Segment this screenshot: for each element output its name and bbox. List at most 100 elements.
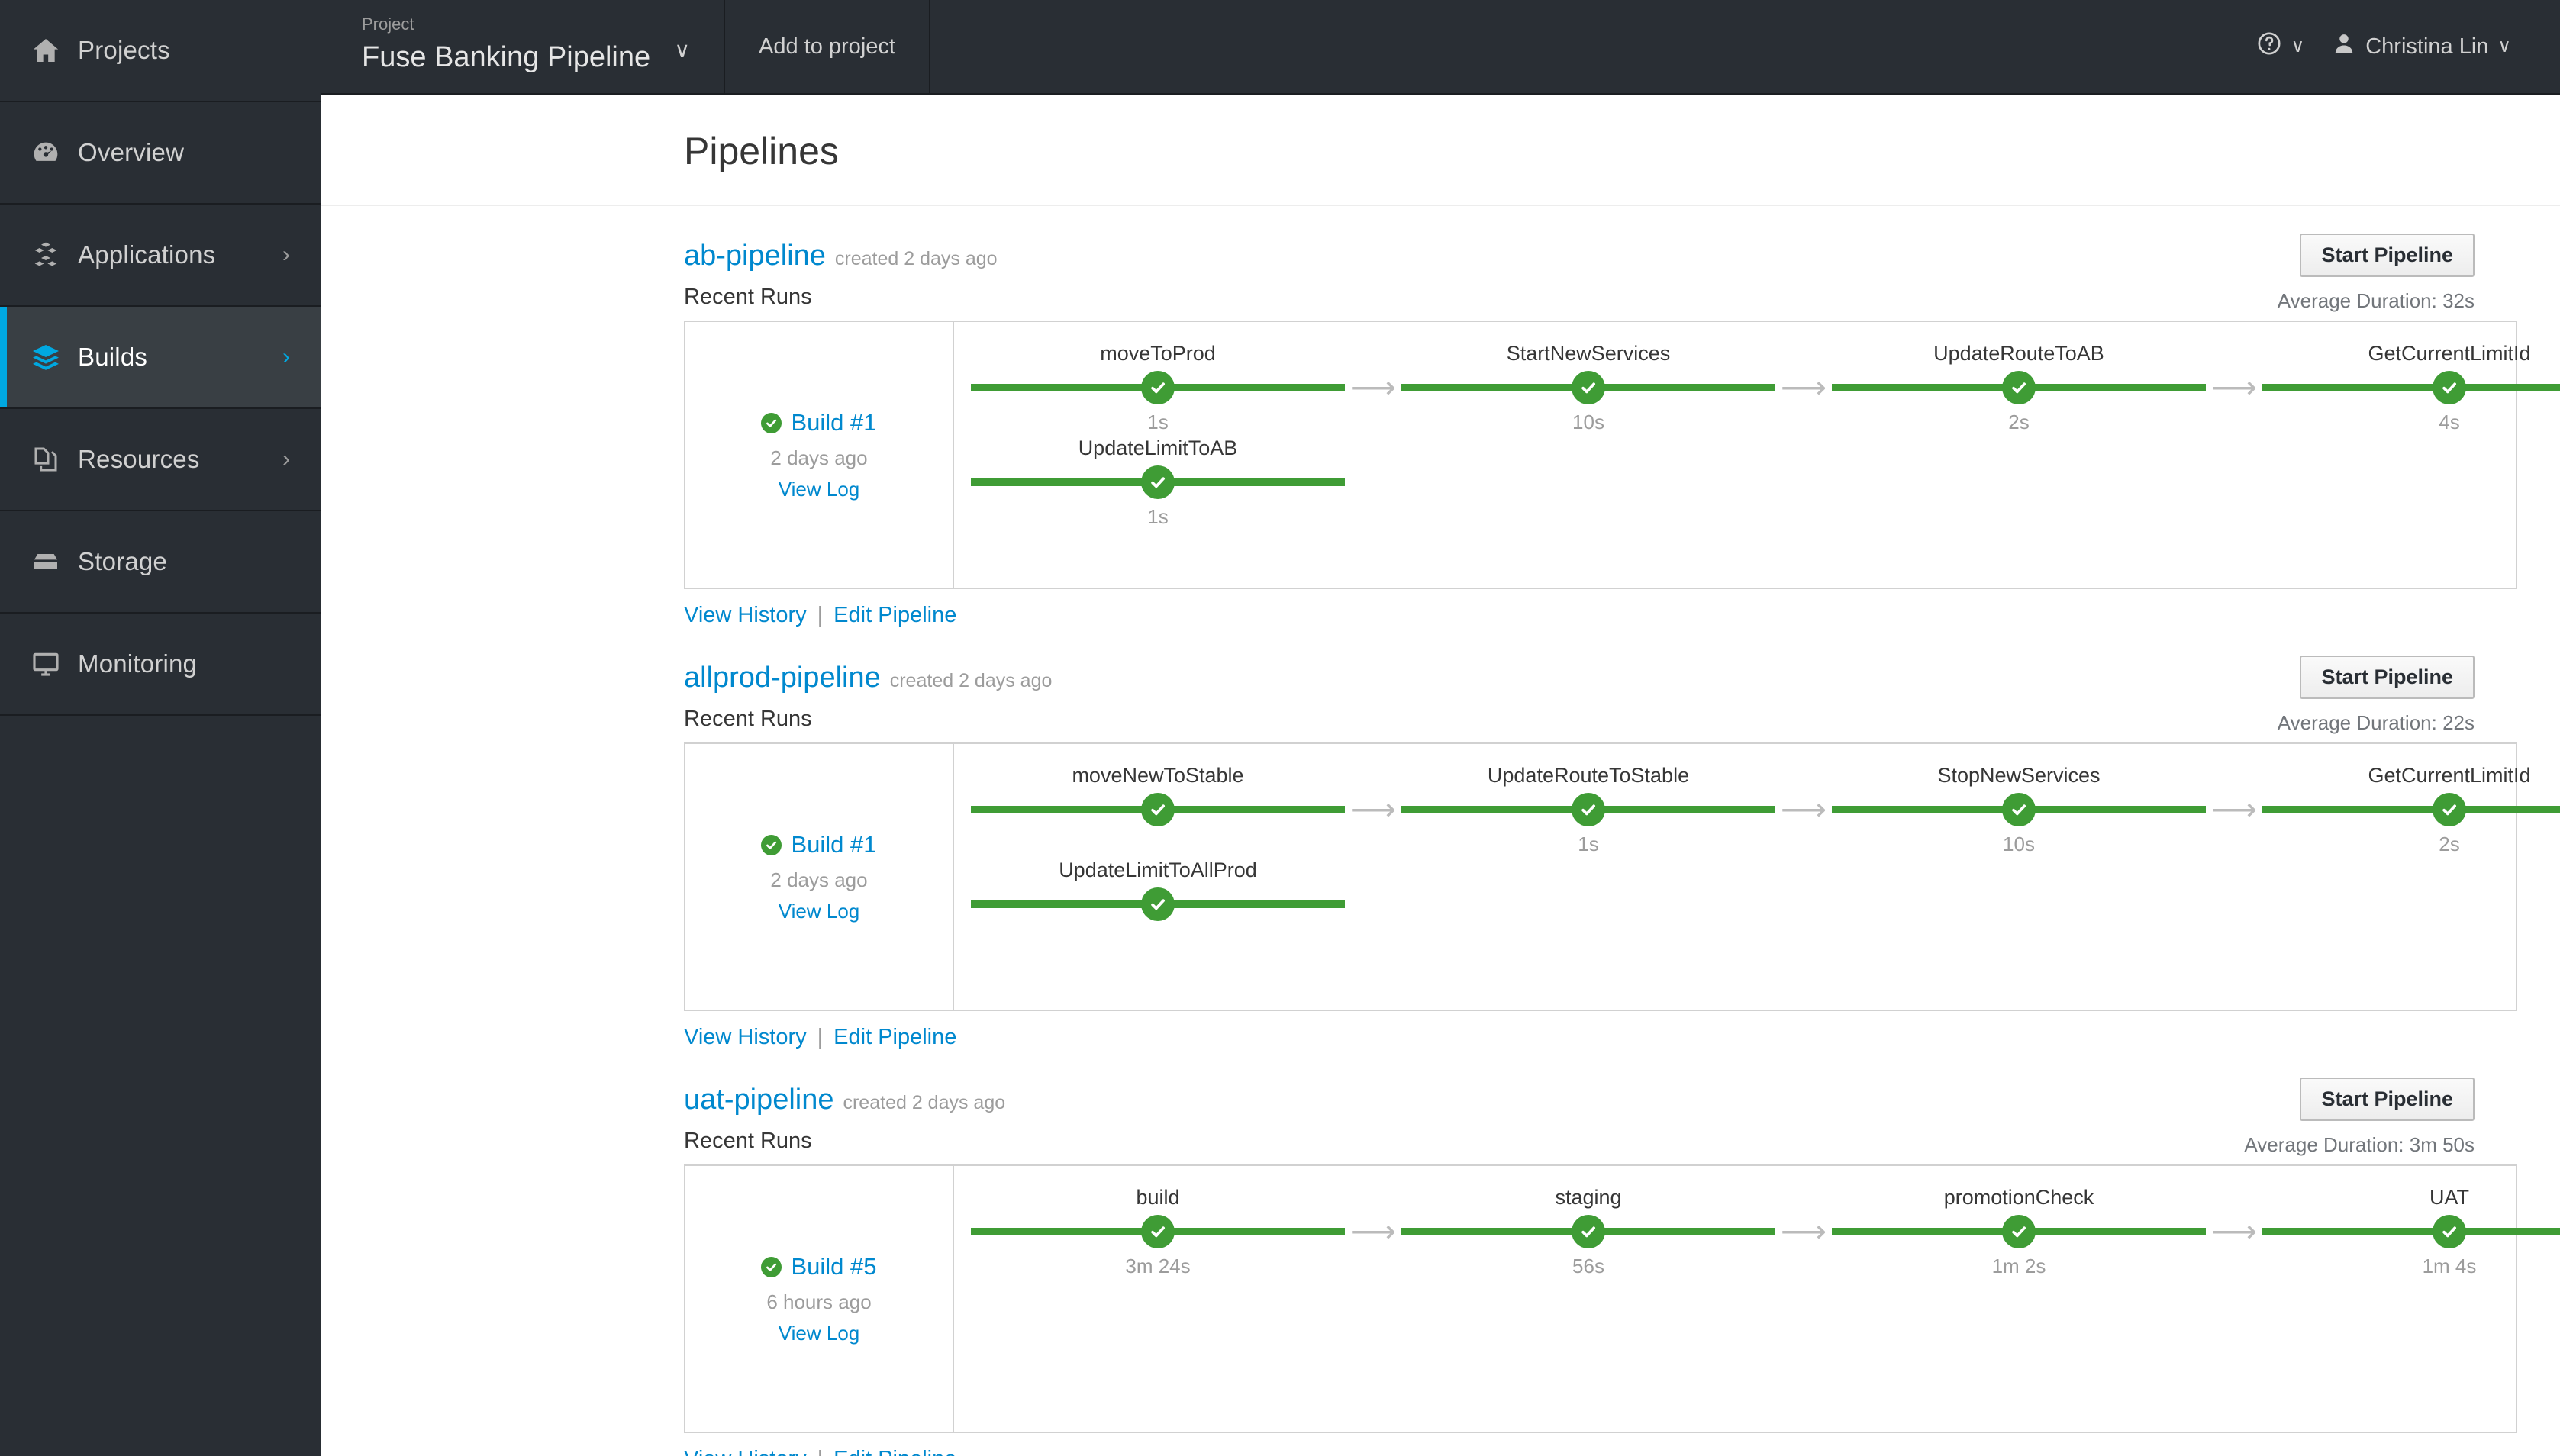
sidebar-item-applications[interactable]: Applications› bbox=[0, 205, 321, 307]
storage-icon bbox=[31, 546, 78, 577]
pipeline-footer-links: View History | Edit Pipeline bbox=[684, 1447, 2517, 1456]
user-avatar-icon bbox=[2332, 31, 2356, 62]
stage-success-check-icon bbox=[1572, 1215, 1605, 1248]
stage-success-check-icon bbox=[1141, 371, 1175, 404]
build-link[interactable]: Build #1 bbox=[761, 830, 877, 858]
view-history-link[interactable]: View History bbox=[684, 1025, 807, 1049]
pipeline-name-link[interactable]: uat-pipeline bbox=[684, 1084, 834, 1116]
build-timestamp: 2 days ago bbox=[770, 446, 868, 469]
stage-duration-label: 1s bbox=[1578, 833, 1599, 855]
stage-progress-bar bbox=[971, 461, 1345, 504]
user-menu-button[interactable]: Christina Lin ∨ bbox=[2318, 31, 2525, 62]
stage-success-check-icon bbox=[2002, 371, 2036, 404]
sidebar-item-storage[interactable]: Storage bbox=[0, 511, 321, 614]
start-pipeline-button[interactable]: Start Pipeline bbox=[2300, 1078, 2475, 1122]
success-check-icon bbox=[761, 412, 782, 433]
sidebar-item-resources[interactable]: Resources› bbox=[0, 409, 321, 511]
start-pipeline-button[interactable]: Start Pipeline bbox=[2300, 234, 2475, 278]
stage-name-label: UpdateRouteToAB bbox=[1933, 342, 2104, 365]
stage-connector-arrow-icon: ⟶ bbox=[1780, 791, 1827, 827]
start-pipeline-button[interactable]: Start Pipeline bbox=[2300, 656, 2475, 700]
average-duration-label: Average Duration: 22s bbox=[2277, 711, 2475, 735]
link-separator: | bbox=[817, 1447, 824, 1456]
build-link[interactable]: Build #5 bbox=[761, 1252, 877, 1280]
pipeline-name-link[interactable]: allprod-pipeline bbox=[684, 662, 881, 694]
stage-progress-bar bbox=[2262, 788, 2560, 831]
help-menu-button[interactable]: ∨ bbox=[2242, 31, 2319, 63]
edit-pipeline-link[interactable]: Edit Pipeline bbox=[833, 1447, 956, 1456]
pipeline-created-label: created 2 days ago bbox=[889, 670, 1053, 691]
stage-connector-arrow-icon: ⟶ bbox=[2210, 1213, 2258, 1249]
stage-bar-track bbox=[2262, 384, 2560, 391]
gauge-icon bbox=[31, 137, 78, 168]
stage-name-label: moveNewToStable bbox=[1072, 764, 1244, 787]
stage-connector-arrow-icon: ⟶ bbox=[1349, 1213, 1397, 1249]
build-timestamp: 2 days ago bbox=[770, 868, 868, 891]
stage-connector-arrow-icon: ⟶ bbox=[1349, 791, 1397, 827]
stage-success-check-icon bbox=[1141, 793, 1175, 826]
build-label: Build #1 bbox=[791, 831, 877, 858]
view-log-link[interactable]: View Log bbox=[778, 899, 860, 923]
chevron-down-icon: ∨ bbox=[674, 38, 691, 62]
sidebar-item-label: Monitoring bbox=[78, 649, 198, 678]
stage-duration-label: 4s bbox=[2439, 411, 2460, 433]
stage-duration-label: 2s bbox=[2439, 833, 2460, 855]
stage-duration-label: 1s bbox=[1147, 411, 1169, 433]
chevron-right-icon: › bbox=[282, 446, 290, 472]
view-history-link[interactable]: View History bbox=[684, 603, 807, 627]
cubes-icon bbox=[31, 240, 78, 270]
sidebar-item-monitoring[interactable]: Monitoring bbox=[0, 614, 321, 716]
stage-progress-bar bbox=[1832, 788, 2206, 831]
sidebar-item-projects[interactable]: Projects bbox=[0, 0, 321, 102]
stage-connector-arrow-icon: ⟶ bbox=[2210, 369, 2258, 405]
pipeline-name-link[interactable]: ab-pipeline bbox=[684, 240, 826, 272]
average-duration-label: Average Duration: 32s bbox=[2277, 289, 2475, 313]
sidebar-item-label: Applications bbox=[78, 240, 216, 269]
project-selector[interactable]: Project Fuse Banking Pipeline ∨ bbox=[321, 0, 725, 93]
add-to-project-button[interactable]: Add to project bbox=[725, 0, 930, 93]
view-log-link[interactable]: View Log bbox=[778, 1321, 860, 1345]
project-selector-label: Project bbox=[362, 14, 414, 34]
stage-success-check-icon bbox=[1141, 465, 1175, 499]
average-duration-label: Average Duration: 3m 50s bbox=[2244, 1133, 2475, 1157]
edit-pipeline-link[interactable]: Edit Pipeline bbox=[833, 603, 957, 627]
stage-connector-arrow-icon: ⟶ bbox=[1780, 1213, 1827, 1249]
stage-progress-bar bbox=[2262, 1210, 2560, 1253]
success-check-icon bbox=[761, 1256, 782, 1277]
build-link[interactable]: Build #1 bbox=[761, 408, 877, 436]
pipeline-stage[interactable]: moveNewToStable bbox=[971, 762, 1345, 857]
sidebar-item-label: Storage bbox=[78, 547, 167, 575]
build-label: Build #1 bbox=[791, 409, 877, 436]
stage-success-check-icon bbox=[1141, 887, 1175, 921]
stage-duration-label: 3m 24s bbox=[1125, 1255, 1191, 1277]
stage-success-check-icon bbox=[2433, 793, 2466, 826]
stage-progress-bar bbox=[2262, 366, 2560, 409]
sidebar-item-builds[interactable]: Builds› bbox=[0, 307, 321, 409]
sidebar-item-overview[interactable]: Overview bbox=[0, 102, 321, 205]
stage-duration-label: 10s bbox=[1572, 411, 1604, 433]
monitor-icon bbox=[31, 649, 78, 679]
view-log-link[interactable]: View Log bbox=[778, 477, 860, 501]
stage-success-check-icon bbox=[1572, 371, 1605, 404]
view-history-link[interactable]: View History bbox=[684, 1447, 807, 1456]
edit-pipeline-link[interactable]: Edit Pipeline bbox=[833, 1025, 957, 1049]
stage-progress-bar bbox=[1401, 788, 1775, 831]
pipeline-stage[interactable]: UpdateLimitToAllProd bbox=[971, 857, 1345, 952]
stage-success-check-icon bbox=[1572, 793, 1605, 826]
